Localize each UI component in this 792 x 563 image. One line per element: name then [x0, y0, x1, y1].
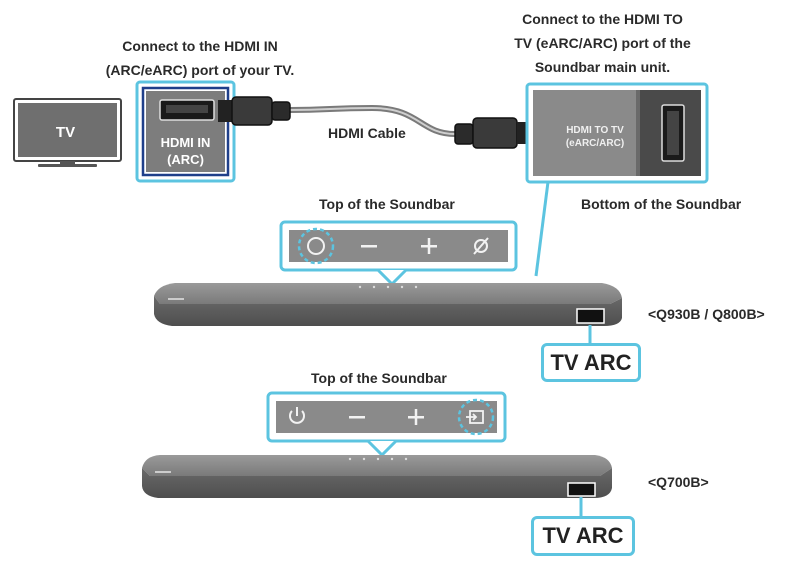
hdmi-to-tv-caption-line-3: Soundbar main unit. [534, 59, 671, 75]
soundbar-q930b-q800b [154, 283, 622, 326]
hdmi-to-tv-caption-line-2: TV (eARC/ARC) port of the [514, 35, 691, 51]
hdmi-in-caption-line-2: (ARC/eARC) port of your TV. [105, 62, 295, 78]
hdmi-in-caption-line-1: Connect to the HDMI IN [122, 38, 278, 54]
pointer-line-hdmi-port [534, 181, 550, 277]
hdmi-to-tv-port-panel [525, 82, 709, 184]
hdmi-to-tv-caption: Connect to the HDMI TO TV (eARC/ARC) por… [490, 7, 715, 79]
top-controls-panel-2 [266, 391, 507, 458]
hdmi-to-tv-port-label-line-2: (eARC/ARC) [565, 138, 625, 149]
soundbar-q700b [142, 455, 612, 498]
tv-illustration [13, 98, 122, 167]
hdmi-to-tv-caption-line-1: Connect to the HDMI TO [522, 11, 683, 27]
hdmi-to-tv-port-label: HDMI TO TV (eARC/ARC) [554, 124, 636, 150]
top-controls-panel-1 [279, 220, 518, 287]
top-of-soundbar-label-1: Top of the Soundbar [319, 196, 455, 212]
hdmi-in-port-panel [135, 80, 236, 183]
model-label-q930b-q800b: <Q930B / Q800B> [648, 306, 765, 322]
model-label-q700b: <Q700B> [648, 474, 709, 490]
top-of-soundbar-label-2: Top of the Soundbar [311, 370, 447, 386]
tv-arc-callout-1: TV ARC [541, 343, 641, 382]
bottom-of-soundbar-label: Bottom of the Soundbar [581, 196, 742, 212]
hdmi-in-port-label-line-2: (ARC) [167, 152, 204, 167]
hdmi-cable-label: HDMI Cable [328, 125, 406, 141]
hdmi-to-tv-port-label-line-1: HDMI TO TV [566, 125, 624, 136]
hdmi-in-port-label-line-1: HDMI IN [160, 135, 211, 150]
tv-arc-callout-2: TV ARC [531, 516, 635, 556]
hdmi-in-caption: Connect to the HDMI IN (ARC/eARC) port o… [95, 34, 305, 82]
hdmi-in-port-label: HDMI IN (ARC) [146, 134, 225, 168]
tv-label: TV [55, 124, 76, 141]
